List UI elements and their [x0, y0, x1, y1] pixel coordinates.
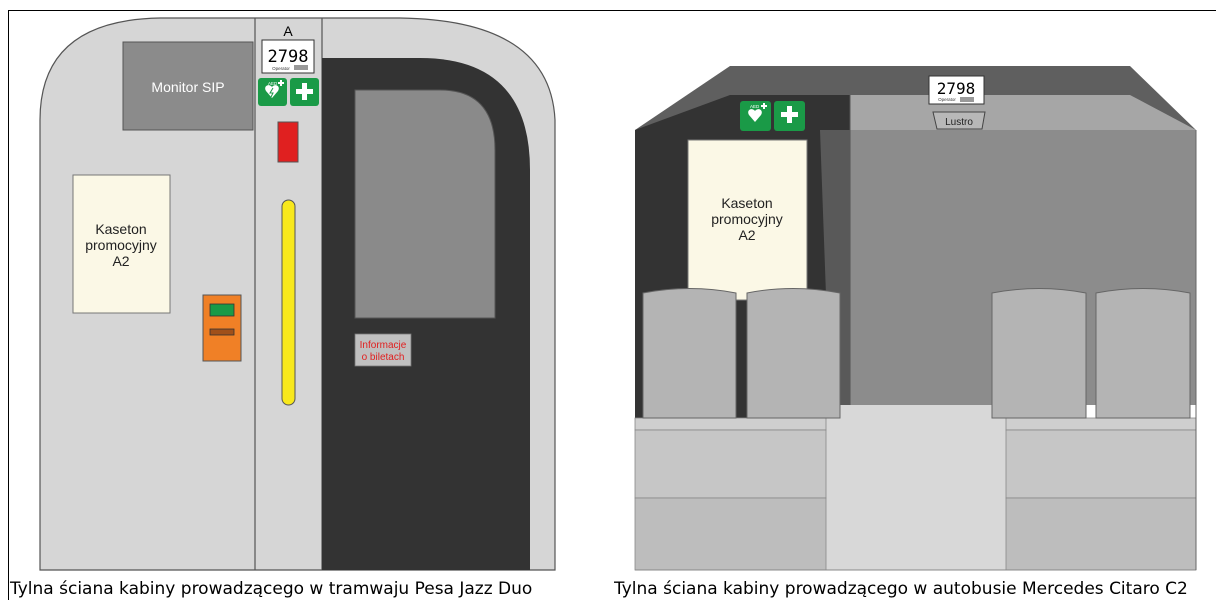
- aed-text-right: AED: [750, 104, 760, 109]
- bus-seat-3: [991, 288, 1087, 419]
- handrail: [281, 199, 296, 406]
- first-aid-sign-right: [774, 101, 805, 131]
- ad-box-line-2-left: promocyjny: [85, 237, 157, 253]
- monitor-sip: Monitor SIP: [122, 41, 254, 131]
- operator-text-left: Operator: [272, 66, 290, 71]
- bus-seat-2: [746, 288, 841, 419]
- ad-box-line-3-right: A2: [738, 227, 755, 243]
- caption-bus: Tylna ściana kabiny prowadzącego w autob…: [614, 579, 1188, 599]
- aed-sign-left: AED: [258, 78, 287, 106]
- mirror: Lustro: [932, 111, 986, 130]
- aed-text-left: AED: [268, 81, 278, 86]
- ad-box-line-2-right: promocyjny: [711, 211, 783, 227]
- first-aid-cross-icon: [296, 83, 313, 100]
- vehicle-number-plate-right: 2798 Operator: [928, 75, 985, 105]
- bus-floor: [826, 405, 1006, 570]
- bus-seat-4: [1095, 288, 1191, 419]
- ticket-info-sign: Informacje o biletach: [354, 333, 412, 367]
- frame-border: [8, 10, 1216, 600]
- bus-seat-1: [642, 288, 737, 419]
- seat-platform-right: [1005, 417, 1197, 571]
- seat-platform-left: [634, 417, 827, 571]
- operator-text-right: Operator: [938, 97, 956, 102]
- ad-box-right: Kaseton promocyjny A2: [687, 139, 808, 301]
- monitor-label: Monitor SIP: [151, 79, 224, 95]
- ad-box-left: Kaseton promocyjny A2: [72, 174, 171, 314]
- caption-tram: Tylna ściana kabiny prowadzącego w tramw…: [10, 579, 533, 599]
- vehicle-number-right: 2798: [937, 79, 976, 98]
- first-aid-cross-icon: [781, 106, 798, 123]
- ticket-validator: [202, 294, 242, 362]
- vehicle-number-left: 2798: [268, 47, 309, 67]
- door-window: [354, 89, 496, 319]
- heart-icon: [265, 85, 279, 98]
- ticket-info-line-1: Informacje: [360, 340, 407, 351]
- first-aid-sign-left: [290, 78, 319, 106]
- aed-sign-right: AED: [740, 101, 771, 131]
- ad-box-line-1-left: Kaseton: [95, 221, 146, 237]
- heart-icon: [748, 109, 762, 122]
- vehicle-number-plate-left: 2798 Operator: [261, 39, 315, 74]
- ticket-info-line-2: o biletach: [362, 352, 405, 363]
- cabin-door: [322, 58, 530, 570]
- door-letter: A: [283, 23, 293, 39]
- ad-box-line-3-left: A2: [112, 253, 129, 269]
- emergency-button: [277, 121, 299, 163]
- mirror-label: Lustro: [945, 117, 973, 128]
- ad-box-line-1-right: Kaseton: [721, 195, 772, 211]
